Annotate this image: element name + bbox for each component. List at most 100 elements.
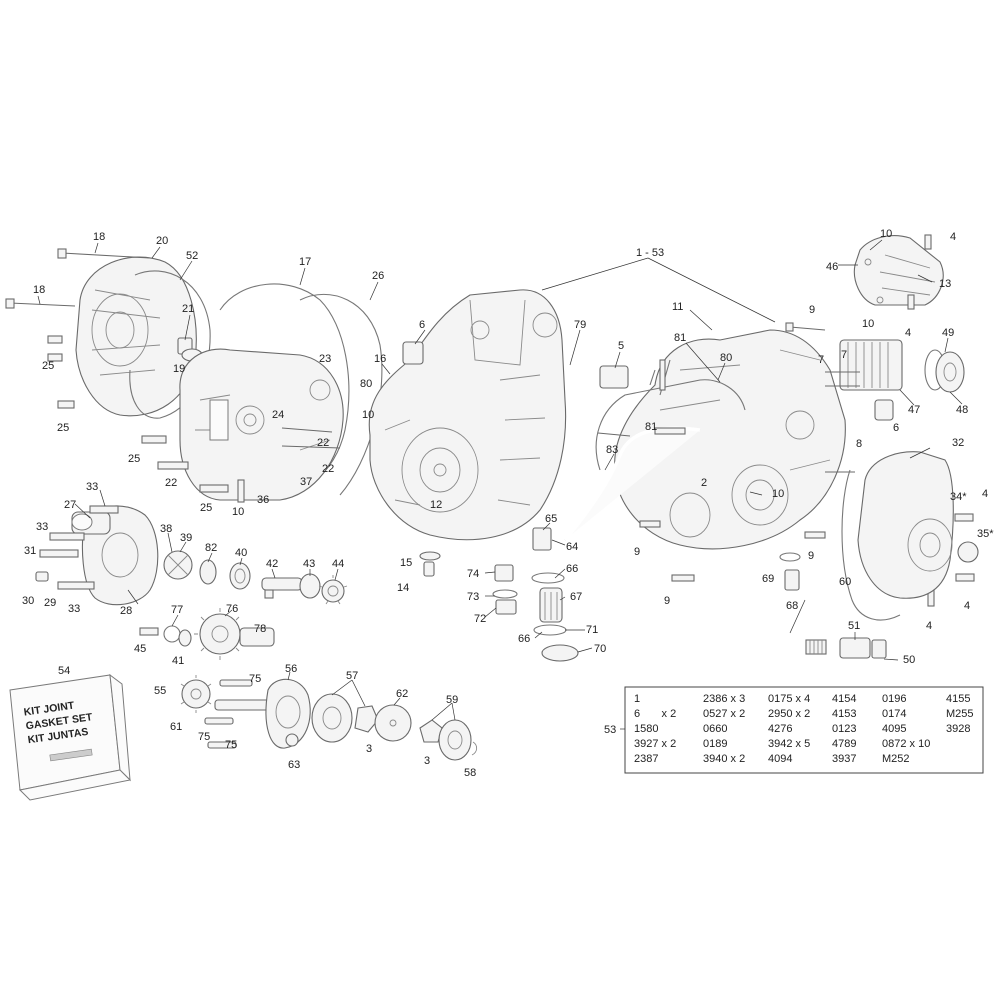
callout: 55 xyxy=(154,685,166,697)
callout: 25 xyxy=(57,422,69,434)
callout: 25 xyxy=(128,453,140,465)
callout: 5 xyxy=(618,340,624,352)
gear-icon xyxy=(139,608,275,660)
callout: 13 xyxy=(939,278,951,290)
callout: 42 xyxy=(266,558,278,570)
callout: 4 xyxy=(982,488,988,500)
leader-lines xyxy=(37,239,963,730)
callout: 64 xyxy=(566,541,578,553)
gasket-kit-box xyxy=(9,673,132,801)
callout: 15 xyxy=(400,557,412,569)
table-cell: 0660 xyxy=(703,723,727,735)
callout: 7 xyxy=(818,354,824,366)
table-cell: 0174 xyxy=(882,708,906,720)
callout: 33 xyxy=(68,603,80,615)
clutch-cover xyxy=(179,348,344,501)
table-cell: 3928 xyxy=(946,723,970,735)
callout: 39 xyxy=(180,532,192,544)
drain-plug xyxy=(779,552,801,591)
callout: 67 xyxy=(570,591,582,603)
callout: 33 xyxy=(86,481,98,493)
callout: 9 xyxy=(809,304,815,316)
callout: 76 xyxy=(226,603,238,615)
crankcase-right-half xyxy=(614,329,846,550)
callout: 4 xyxy=(950,231,956,243)
gear-icon xyxy=(180,675,212,713)
table-cell: 4094 xyxy=(768,753,792,765)
water-pump-cover xyxy=(71,505,159,606)
callout: 80 xyxy=(720,352,732,364)
callout: 29 xyxy=(44,597,56,609)
callout: 3 xyxy=(366,743,372,755)
callout: 9 xyxy=(634,546,640,558)
callout: 30 xyxy=(22,595,34,607)
table-cell: 1 xyxy=(634,693,640,705)
callout: 77 xyxy=(171,604,183,616)
callout: 28 xyxy=(120,605,132,617)
callout: 25 xyxy=(200,502,212,514)
callout: 18 xyxy=(93,231,105,243)
callout: 2 xyxy=(701,477,707,489)
filter-icon xyxy=(839,339,965,393)
callout: 4 xyxy=(926,620,932,632)
callout: 51 xyxy=(848,620,860,632)
callout: 14 xyxy=(397,582,409,594)
callout: 56 xyxy=(285,663,297,675)
callout: 59 xyxy=(446,694,458,706)
callout: 43 xyxy=(303,558,315,570)
table-cell: 3942 x 5 xyxy=(768,738,810,750)
gear-icon xyxy=(318,575,348,605)
callout: 36 xyxy=(257,494,269,506)
callout: 53 xyxy=(604,724,616,736)
callout: 16 xyxy=(374,353,386,365)
crankcase-left-half xyxy=(368,289,567,541)
callout: 22 xyxy=(165,477,177,489)
table-cell: 4789 xyxy=(832,738,856,750)
callout: 4 xyxy=(905,327,911,339)
callout: 10 xyxy=(862,318,874,330)
callout: 9 xyxy=(808,550,814,562)
plug-icon xyxy=(177,337,203,362)
callout: 60 xyxy=(839,576,851,588)
table-cell: 4276 xyxy=(768,723,792,735)
callout: 80 xyxy=(360,378,372,390)
callout: 20 xyxy=(156,235,168,247)
callout: 12 xyxy=(430,499,442,511)
pump-impeller xyxy=(163,550,251,590)
pump-body xyxy=(204,678,311,749)
callout: 48 xyxy=(956,404,968,416)
callout: 3 xyxy=(424,755,430,767)
callout: 66 xyxy=(518,633,530,645)
table-cell: 3937 xyxy=(832,753,856,765)
table-cell: M255 xyxy=(946,708,974,720)
callout: 83 xyxy=(606,444,618,456)
callout: 6 xyxy=(893,422,899,434)
callout: 40 xyxy=(235,547,247,559)
callout: 79 xyxy=(574,319,586,331)
callout: 45 xyxy=(134,643,146,655)
table-cell: 4153 xyxy=(832,708,856,720)
bolt-icon xyxy=(35,505,119,590)
callout: 74 xyxy=(467,568,479,580)
callout: 58 xyxy=(464,767,476,779)
callout: 75 xyxy=(225,739,237,751)
table-cell: 6 x 2 xyxy=(634,708,676,720)
parts-table: 1 2386 x 3 0175 x 4 4154 0196 4155 6 x 2… xyxy=(624,686,984,774)
table-cell: 4155 xyxy=(946,693,970,705)
callout: 70 xyxy=(594,643,606,655)
table-cell: 0872 x 10 xyxy=(882,738,930,750)
table-cell: 3940 x 2 xyxy=(703,753,745,765)
callout: 31 xyxy=(24,545,36,557)
callout: 65 xyxy=(545,513,557,525)
callout: 25 xyxy=(42,360,54,372)
callout: 32 xyxy=(952,437,964,449)
table-cell: 3927 x 2 xyxy=(634,738,676,750)
callout: 21 xyxy=(182,303,194,315)
bolt-icon xyxy=(5,248,151,409)
table-cell: 1580 xyxy=(634,723,658,735)
callout: 41 xyxy=(172,655,184,667)
bolt-icon xyxy=(597,234,975,607)
table-cell: M252 xyxy=(882,753,910,765)
callout: 44 xyxy=(332,558,344,570)
